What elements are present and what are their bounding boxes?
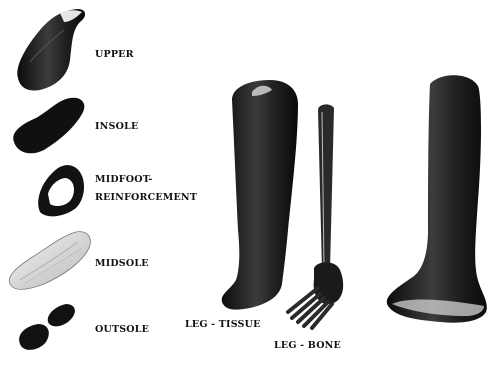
- label-midfoot-line2: REINFORCEMENT: [95, 191, 197, 205]
- label-midsole: MIDSOLE: [95, 257, 149, 271]
- midsole-part-shape: [9, 232, 90, 290]
- leg-tissue-shape: [222, 80, 298, 310]
- outsole-part-shape: [19, 304, 75, 350]
- label-upper: UPPER: [95, 48, 134, 62]
- label-leg-tissue: LEG - TISSUE: [185, 318, 261, 332]
- label-midfoot-line1: MIDFOOT-: [95, 173, 153, 187]
- assembled-leg-shoe-shape: [387, 75, 487, 322]
- insole-part-shape: [13, 98, 84, 154]
- label-outsole: OUTSOLE: [95, 323, 149, 337]
- label-insole: INSOLE: [95, 120, 138, 134]
- midfoot-reinforcement-part-shape: [38, 165, 84, 216]
- upper-part-shape: [17, 9, 85, 91]
- label-leg-bone: LEG - BONE: [274, 339, 341, 353]
